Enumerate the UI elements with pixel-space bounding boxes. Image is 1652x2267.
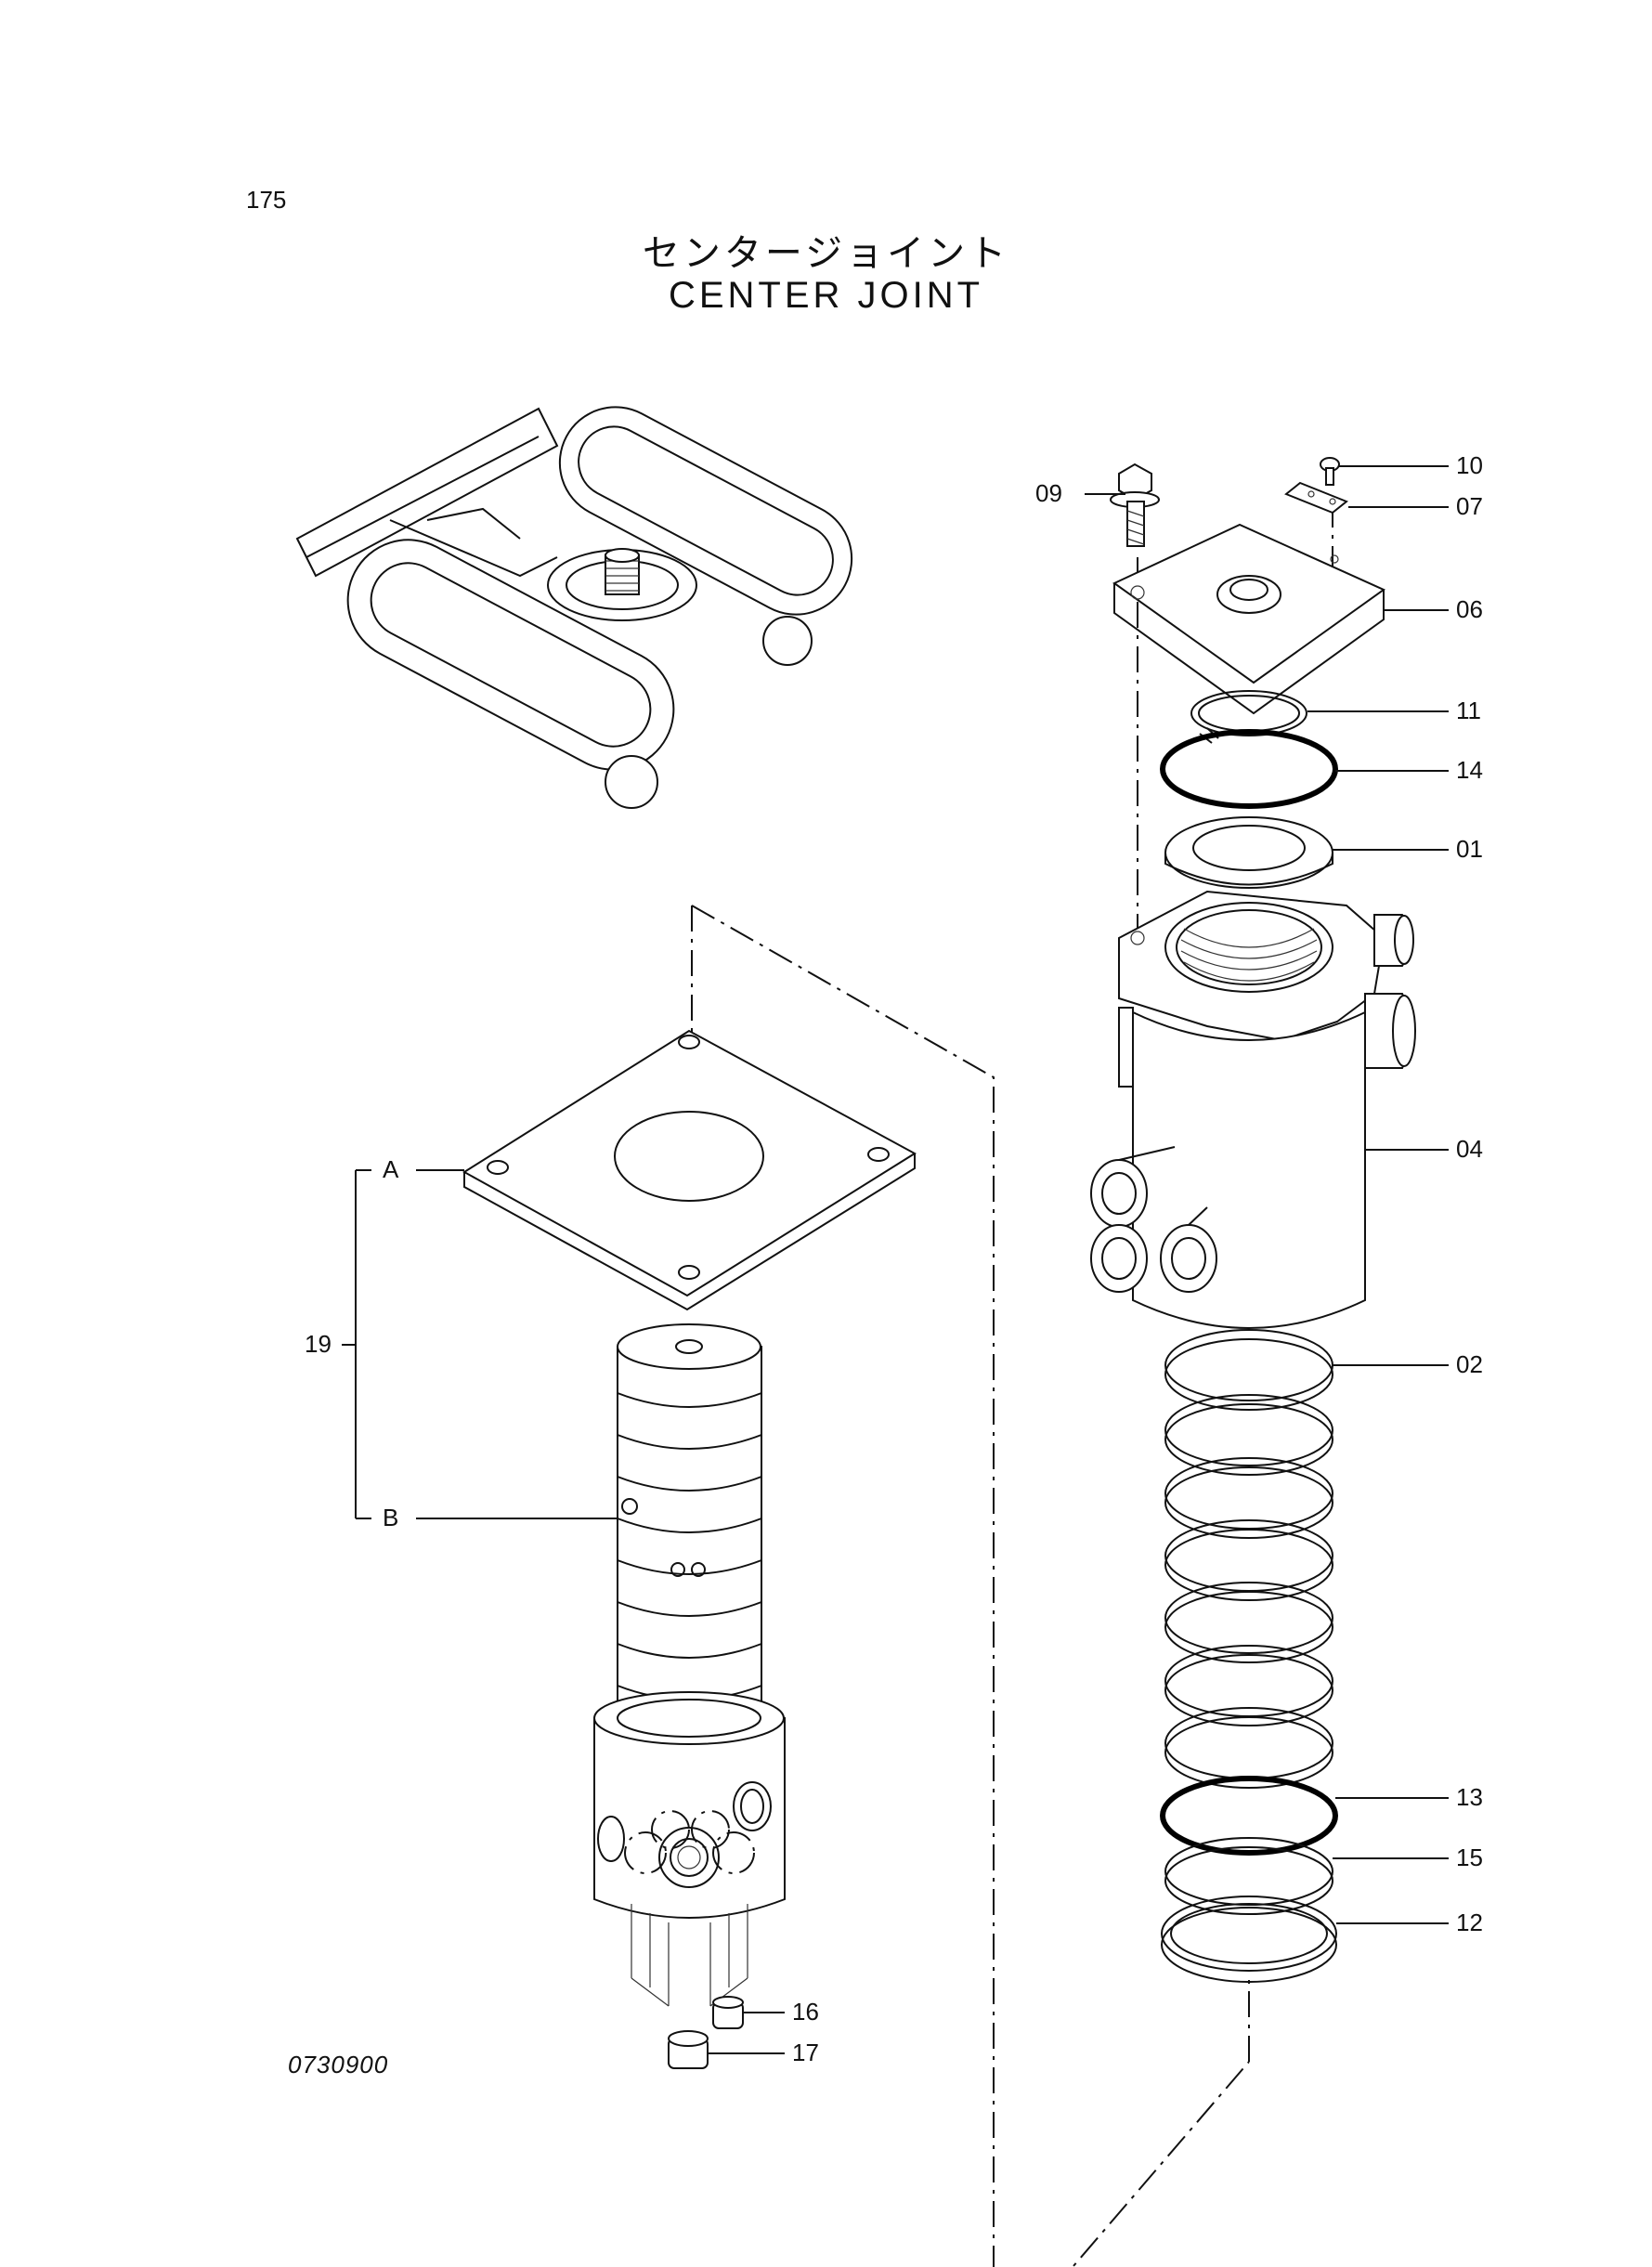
shim-01	[1164, 816, 1333, 889]
leader-lines-left	[342, 1169, 785, 2054]
name-plate-07	[1284, 481, 1348, 515]
o-ring-14	[1160, 729, 1338, 809]
body-04	[1090, 890, 1416, 1329]
flange-plate-A	[462, 1029, 917, 1311]
spindle-B	[593, 1323, 786, 2007]
drawing-code: 0730900	[288, 2051, 389, 2078]
cover-06	[1112, 523, 1385, 715]
callout-02: 02	[1456, 1350, 1483, 1378]
page-number: 175	[246, 186, 287, 214]
callout-13: 13	[1456, 1783, 1483, 1811]
callout-10: 10	[1456, 451, 1483, 479]
seal-12	[1161, 1896, 1337, 1983]
callout-15: 15	[1456, 1844, 1483, 1871]
page-title-japanese: センタージョイント	[642, 232, 1010, 275]
callout-12: 12	[1456, 1909, 1483, 1936]
callout-19: 19	[305, 1330, 332, 1358]
callout-14: 14	[1456, 756, 1483, 784]
leader-lines-right	[1085, 465, 1449, 1924]
seal-rings-02	[1164, 1329, 1333, 1789]
callout-sub-A: A	[383, 1155, 399, 1183]
callout-09: 09	[1035, 479, 1062, 507]
alignment-line-diagonal-top	[691, 905, 995, 2267]
callout-sub-B: B	[383, 1504, 399, 1531]
callout-01: 01	[1456, 835, 1483, 863]
undercarriage-thumbnail	[295, 406, 853, 809]
callout-11: 11	[1456, 697, 1481, 724]
backup-ring-15	[1164, 1837, 1333, 1915]
callout-06: 06	[1456, 595, 1483, 623]
screw-10	[1320, 457, 1340, 486]
callout-17: 17	[792, 2039, 819, 2066]
page-title-english: CENTER JOINT	[668, 275, 984, 316]
o-ring-13	[1160, 1776, 1338, 1856]
callout-16: 16	[792, 1998, 819, 2026]
plug-16	[712, 1996, 744, 2029]
callout-04: 04	[1456, 1135, 1483, 1163]
plug-17	[668, 2030, 709, 2069]
alignment-line-diagonal-bottom	[1071, 2061, 1250, 2267]
bolt-09	[1110, 463, 1160, 547]
callout-07: 07	[1456, 492, 1483, 520]
